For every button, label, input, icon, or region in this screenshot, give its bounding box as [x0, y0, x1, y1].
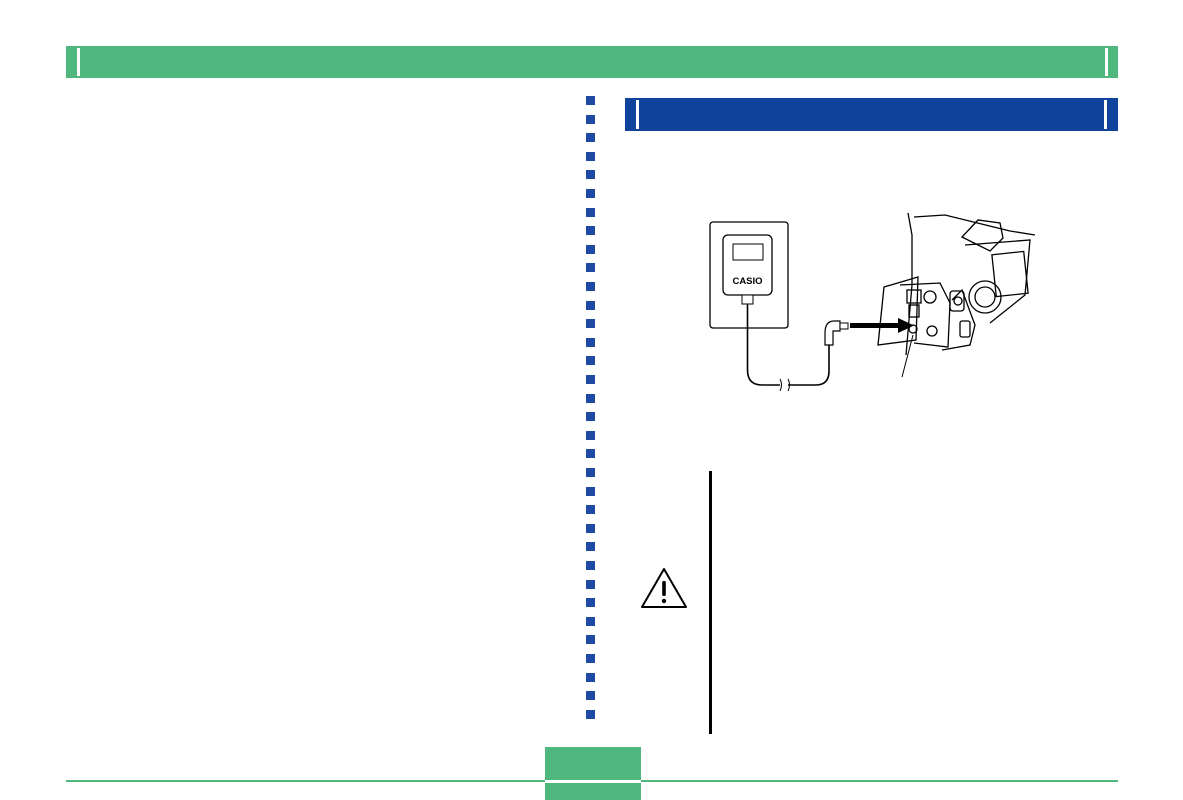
divider-dot	[586, 616, 595, 626]
divider-dot	[586, 189, 595, 198]
header-bar	[66, 46, 1118, 78]
divider-dot	[586, 96, 595, 105]
divider-dot	[586, 412, 595, 422]
divider-dot	[586, 319, 595, 329]
section-heading	[625, 98, 1118, 131]
divider-dot	[586, 542, 595, 552]
divider-dot	[586, 170, 595, 180]
divider-dot	[586, 672, 595, 682]
header-bar-mark-right	[1105, 48, 1108, 76]
divider-dot	[586, 561, 595, 570]
page-number-box	[545, 747, 641, 800]
ac-adaptor-icon: CASIO	[709, 221, 789, 329]
camera-icon	[877, 212, 1036, 378]
divider-dot	[586, 579, 595, 589]
divider-dot	[586, 523, 595, 533]
divider-dot	[586, 393, 595, 403]
insert-arrow-icon	[850, 318, 914, 333]
warning-triangle-icon	[641, 568, 687, 608]
divider-dot	[586, 430, 595, 440]
header-bar-mark-left	[77, 48, 80, 76]
divider-dot	[586, 635, 595, 645]
section-heading-mark-left	[636, 100, 639, 129]
divider-dot	[586, 300, 595, 310]
divider-dot	[586, 468, 595, 477]
divider-dot	[586, 207, 595, 217]
divider-dot	[586, 151, 595, 161]
divider-dot	[586, 263, 595, 273]
page-number-box-divider	[545, 780, 641, 783]
divider-dot	[586, 114, 595, 124]
divider-dot	[586, 709, 595, 719]
divider-dot	[586, 598, 595, 608]
divider-dot	[586, 691, 595, 701]
divider-dot	[586, 654, 595, 663]
adaptor-cable	[746, 304, 830, 386]
divider-dot	[586, 449, 595, 459]
divider-dot	[586, 356, 595, 366]
divider-dot	[586, 133, 595, 143]
divider-dot	[586, 486, 595, 496]
column-divider	[586, 96, 596, 726]
caution-rule	[709, 471, 712, 734]
casio-logo-text: CASIO	[732, 276, 762, 287]
divider-dot	[586, 244, 595, 254]
divider-dot	[586, 282, 595, 291]
divider-dot	[586, 337, 595, 347]
section-heading-mark-right	[1104, 100, 1107, 129]
dc-plug-icon	[824, 320, 849, 346]
divider-dot	[586, 505, 595, 515]
ac-adaptor-illustration: CASIO	[709, 212, 1036, 392]
divider-dot	[586, 375, 595, 384]
divider-dot	[586, 226, 595, 236]
